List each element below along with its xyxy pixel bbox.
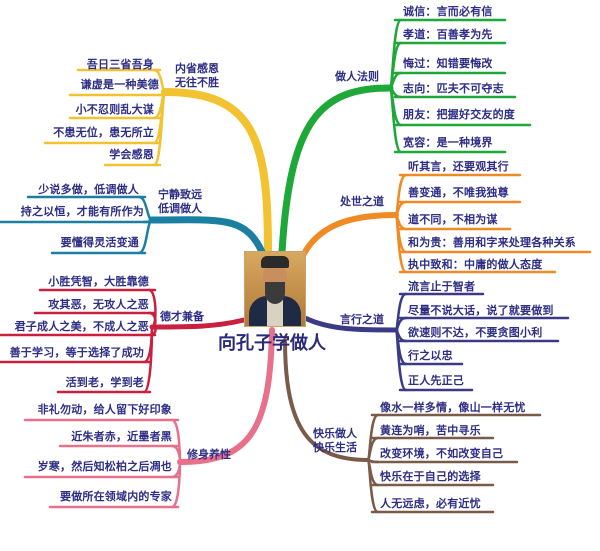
branch-item: 持之以恒，才能有所作为 [20,205,144,218]
item-connector [394,213,408,274]
branch-label-line: 快乐做人 [313,427,357,440]
branch-label-line: 无往不胜 [175,76,219,89]
item-connector [142,325,154,394]
branch-label-line: 修身养性 [187,448,231,461]
branch-item: 道不同，不相为谋 [408,213,498,226]
branch-label-line: 快乐生活 [313,441,357,454]
branch-item: 像水一样多情，像山一样无忧 [380,401,526,414]
branch-item: 小不忍则乱大谋 [75,103,154,116]
branch-label-zuoren: 做人法则 [335,70,379,84]
branch-label-line: 内省感恩 [175,62,219,75]
branch-item: 要懂得灵活变通 [60,236,139,249]
branch-label-line: 低调做人 [158,202,202,215]
branch-label-line: 做人法则 [335,70,379,83]
branch-trunk-kuaile [283,338,370,462]
branch-item: 流言止于智者 [408,280,476,293]
branch-trunk-ningjing [148,216,266,256]
item-connector [152,90,167,167]
item-connector [137,218,154,255]
branch-item: 黄连为哨，苦中寻乐 [380,424,481,437]
branch-label-chushi: 处世之道 [340,195,384,209]
branch-label-line: 宁静致远 [158,188,202,201]
branch-label-yanxing: 言行之道 [340,313,384,327]
branch-item: 朋友：把握好交友的度 [403,108,515,121]
branch-trunk-xiushen [177,327,275,465]
branch-label-line: 言行之道 [340,313,384,326]
item-connector [366,458,380,514]
branch-label-line: 德才兼备 [160,310,204,323]
confucius-portrait [244,251,306,327]
branch-item: 改变环境，不如改变自己 [380,447,504,460]
branch-item: 诚信：言而必有信 [403,5,493,18]
branch-item: 少说多做，低调做人 [38,183,139,196]
branch-item: 快乐在于自己的选择 [380,470,481,483]
branch-item: 执中致和：中庸的做人态度 [408,258,543,271]
branch-item: 听其言，还要观其行 [408,160,509,173]
item-connector [388,86,403,154]
branch-item: 孝道：百善孝为先 [403,28,493,41]
branch-trunk-chushi [297,212,399,265]
branch-label-xiushen: 修身养性 [187,448,231,462]
branch-item: 岁寒，然后知松柏之后凋也 [37,460,172,473]
item-connector [170,460,182,509]
branch-label-line: 处世之道 [340,195,384,208]
item-connector [394,328,408,392]
branch-label-ningjing: 宁静致远低调做人 [158,188,202,216]
branch-item: 善变通，不唯我独尊 [408,186,509,199]
branch-trunk-zuoren [278,84,394,256]
branch-item: 小胜凭智，大胜靠德 [48,275,149,288]
branch-item: 正人先正己 [408,374,464,387]
branch-item: 尽量不说大话，说了就要做到 [408,304,554,317]
branch-label-decai: 德才兼备 [160,310,204,324]
branch-item: 学会感恩 [109,148,154,161]
branch-item: 善于学习，等于选择了成功 [9,346,144,359]
branch-item: 志向：匹夫不可夺志 [403,82,504,95]
branch-item: 行之以忠 [408,349,453,362]
branch-item: 不患无位，患无所立 [53,126,154,139]
branch-trunk-neisheng [161,88,272,256]
branch-item: 吾日三省吾身 [86,58,154,71]
branch-item: 活到老，学到老 [65,376,144,389]
branch-item: 君子成人之美，不成人之恶 [14,320,149,333]
central-topic: 向孔子学做人 [218,333,326,354]
branch-trunk-yanxing [302,315,399,333]
branch-item: 人无远虑，必有近忧 [380,497,481,510]
branch-item: 欲速则不达，不要贪图小利 [408,326,543,339]
branch-item: 谦虚是一种美德 [80,78,159,91]
branch-item: 非礼勿动，给人留下好印象 [37,403,172,416]
branch-item: 攻其恶，无攻人之恶 [48,298,149,311]
branch-item: 和为贵：善用和字来处理各种关系 [408,236,576,249]
branch-trunk-decai [149,317,247,330]
branch-item: 近朱者赤，近墨者黑 [71,430,172,443]
branch-item: 宽容：是一种境界 [403,136,493,149]
branch-item: 悔过：知错要悔改 [403,57,493,70]
branch-label-kuaile: 快乐做人快乐生活 [313,427,357,455]
branch-item: 要做所在领域内的专家 [60,490,172,503]
branch-label-neisheng: 内省感恩无往不胜 [175,62,219,90]
